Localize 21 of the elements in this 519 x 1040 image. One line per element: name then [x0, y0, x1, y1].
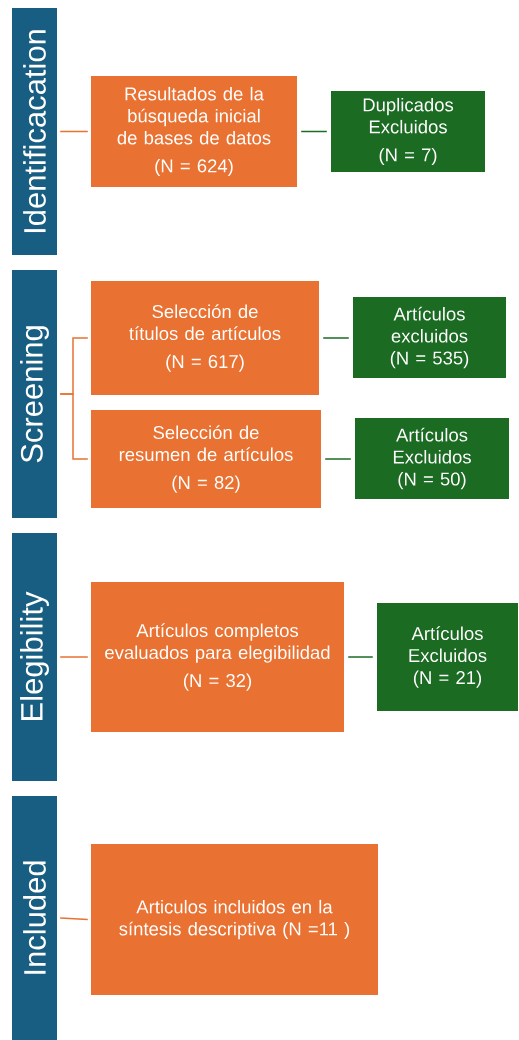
- connector-line: [347, 656, 374, 658]
- process-box: Selección de resumen de artículos (N = 82): [91, 410, 321, 508]
- stage-band: Identificacation: [12, 8, 57, 255]
- process-box: Articulos incluidos en la síntesis descriptiva (N =11 ): [91, 844, 378, 995]
- connector-line: [300, 130, 328, 133]
- process-box: Selección de títulos de artículos (N = 617): [91, 281, 319, 395]
- connector-line: [324, 458, 352, 460]
- connector-line: [59, 656, 89, 658]
- exclusion-box: Artículos excluidos (N = 535): [353, 297, 506, 378]
- process-box: Artículos completos evaluados para elegibilidad (N = 32): [91, 582, 344, 732]
- stage-band: Elegibility: [12, 533, 57, 781]
- connector-line: [59, 130, 89, 133]
- stage-band: Screening: [12, 270, 57, 518]
- exclusion-box: Duplicados Excluidos (N = 7): [331, 91, 485, 172]
- exclusion-box: Artículos Excluidos (N = 21): [377, 603, 518, 711]
- stage-band: Included: [12, 796, 57, 1040]
- connector-line: [59, 917, 89, 921]
- process-box: Resultados de la búsqueda inicial de bases de datos (N = 624): [91, 76, 297, 187]
- exclusion-box: Artículos Excluidos (N = 50): [355, 418, 509, 499]
- connector-line: [59, 393, 89, 460]
- connector-line: [322, 337, 350, 339]
